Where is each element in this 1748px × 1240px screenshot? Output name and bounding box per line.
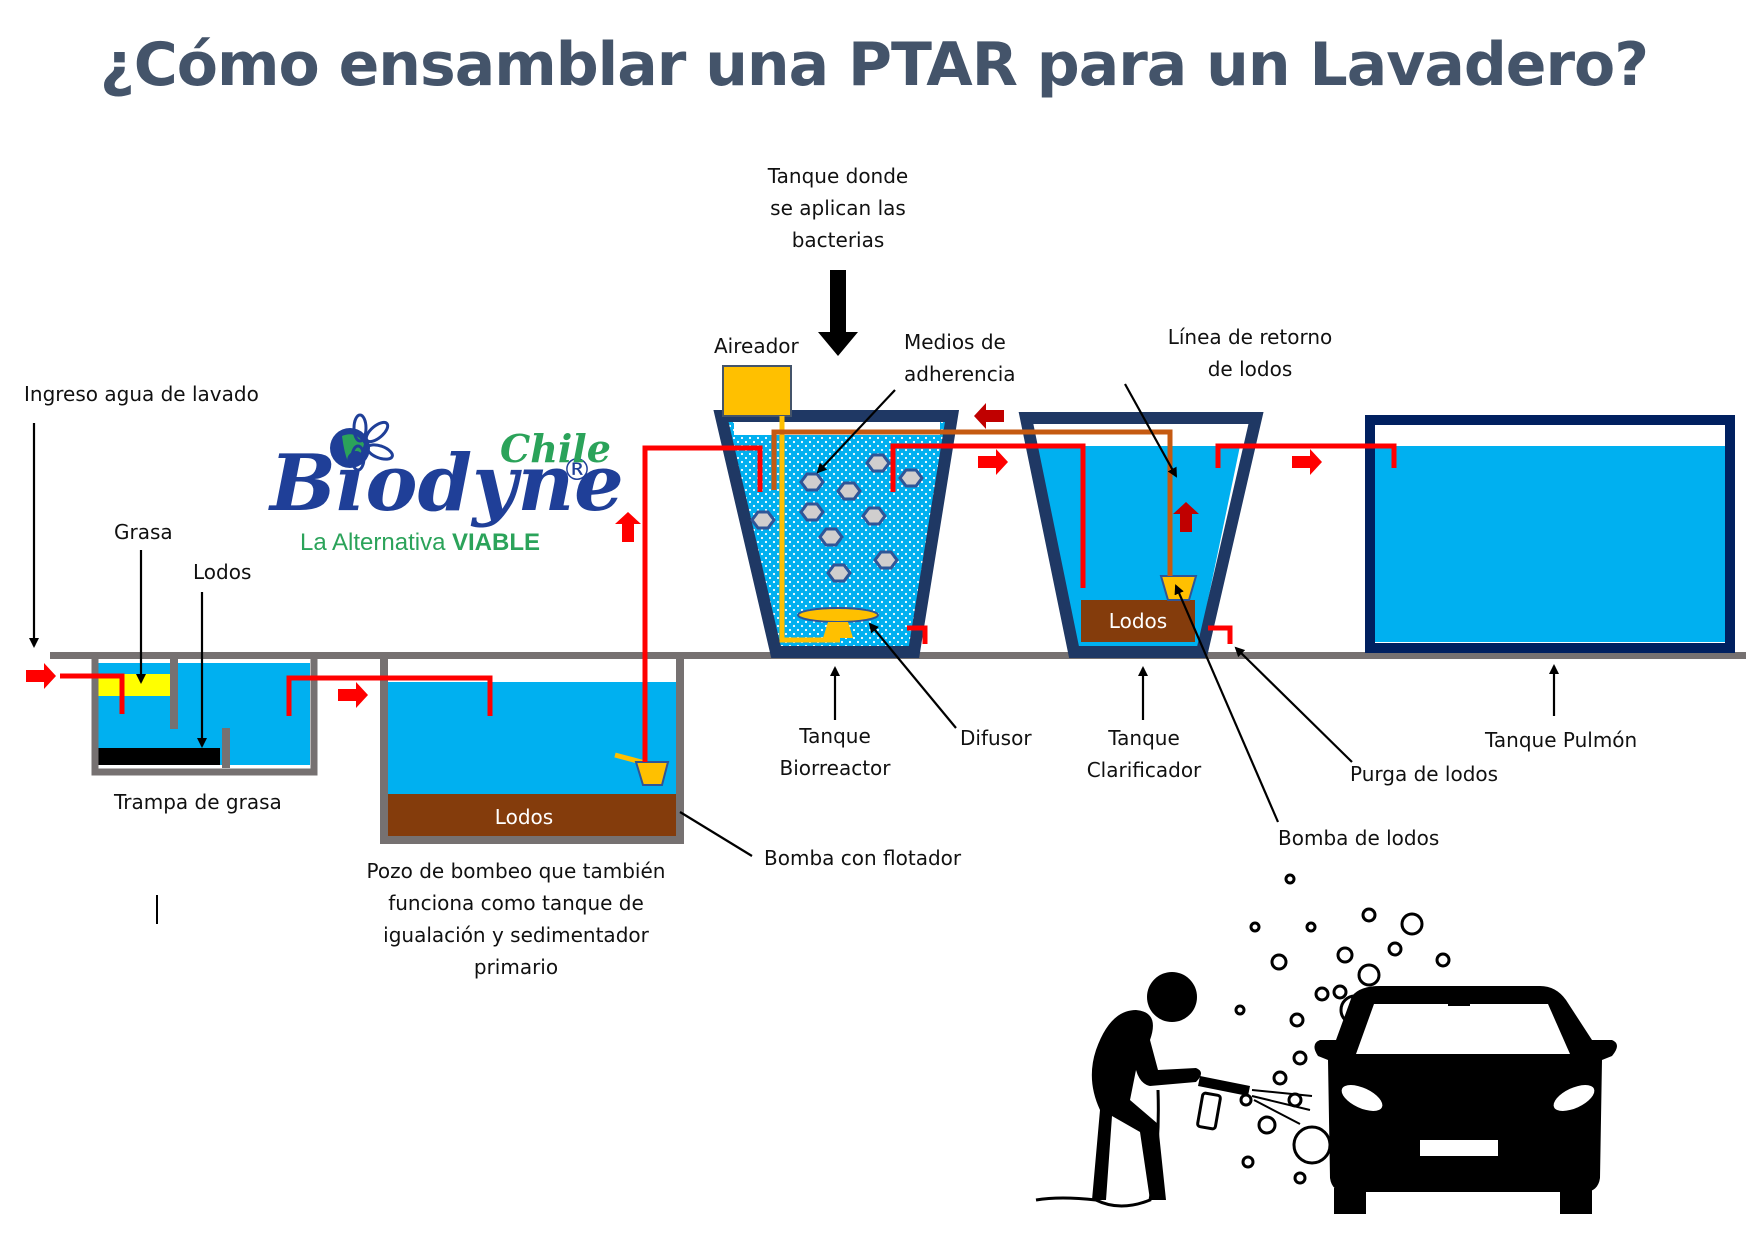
label-bomba-flotador: Bomba con flotador bbox=[764, 846, 962, 870]
flow-arrows bbox=[26, 403, 1322, 708]
logo-tagline-bold: VIABLE bbox=[452, 529, 540, 556]
return-arrow-left-icon bbox=[974, 403, 1004, 429]
label-lodos-trampa: Lodos bbox=[193, 560, 252, 584]
label-pozo: Pozo de bombeo que también funciona como… bbox=[346, 855, 686, 983]
float-pump-icon bbox=[614, 752, 670, 786]
lodos-pozo-text: Lodos bbox=[495, 805, 553, 829]
label-bomba-lodos: Bomba de lodos bbox=[1278, 826, 1440, 850]
car-icon bbox=[1314, 986, 1617, 1214]
person-washing-icon bbox=[1035, 972, 1313, 1208]
label-pulmon: Tanque Pulmón bbox=[1485, 728, 1638, 752]
callout-arrows bbox=[29, 383, 1559, 857]
adherence-media bbox=[750, 453, 924, 583]
label-biorreactor-line2: Biorreactor bbox=[779, 756, 891, 780]
pumping-well: Lodos bbox=[380, 659, 684, 844]
label-biorreactor-line1: Tanque bbox=[799, 724, 871, 748]
bacteria-down-arrow-icon bbox=[818, 270, 858, 356]
sludge-return-line bbox=[771, 429, 1173, 576]
flow-arrow-right-icon bbox=[26, 663, 56, 689]
label-medios-line1: Medios de bbox=[904, 330, 1006, 354]
car-wash-illustration bbox=[1035, 873, 1617, 1214]
label-linea-retorno-line1: Línea de retorno bbox=[1167, 325, 1333, 349]
page-title: ¿Cómo ensamblar una PTAR para un Lavader… bbox=[99, 30, 1649, 100]
clarifier-sludge bbox=[1081, 600, 1195, 642]
flow-arrow-right-icon bbox=[1292, 449, 1322, 475]
flow-arrow-right-icon bbox=[338, 682, 368, 708]
return-arrow-up-icon bbox=[1173, 502, 1199, 532]
aerator-box bbox=[722, 365, 792, 417]
label-medios: Medios de adherencia bbox=[904, 326, 1016, 390]
air-line bbox=[779, 416, 840, 643]
sludge-pump-icon bbox=[1159, 575, 1198, 601]
logo-registered: ® bbox=[562, 453, 592, 488]
buffer-tank bbox=[1365, 415, 1735, 653]
label-bacterias: Tanque donde se aplican las bacterias bbox=[748, 160, 928, 256]
label-aireador: Aireador bbox=[714, 334, 799, 358]
water-pipes bbox=[60, 443, 1397, 762]
label-pozo-line1: Pozo de bombeo que también bbox=[366, 859, 666, 883]
label-difusor: Difusor bbox=[960, 726, 1032, 750]
bioreactor-tank bbox=[713, 365, 960, 658]
label-grasa: Grasa bbox=[114, 520, 173, 544]
logo-tagline: La Alternativa bbox=[300, 529, 446, 556]
lodos-clarificador-text: Lodos bbox=[1109, 609, 1167, 633]
label-linea-retorno-line2: de lodos bbox=[1207, 357, 1293, 381]
logo-country: Chile bbox=[500, 426, 611, 471]
label-biorreactor: Tanque Biorreactor bbox=[770, 720, 900, 784]
label-purga: Purga de lodos bbox=[1350, 762, 1499, 786]
label-ingreso: Ingreso agua de lavado bbox=[24, 382, 259, 406]
label-bacterias-line3: bacterias bbox=[791, 228, 885, 252]
label-clarificador-line2: Clarificador bbox=[1086, 758, 1202, 782]
soap-bubbles bbox=[1234, 873, 1451, 1185]
label-pozo-line2: funciona como tanque de bbox=[388, 891, 644, 915]
biodyne-logo: Biodyne ® Chile La Alternativa VIABLE bbox=[268, 413, 624, 556]
label-pozo-line4: primario bbox=[473, 955, 559, 979]
globe-flower-icon bbox=[330, 413, 394, 472]
label-linea-retorno: Línea de retorno de lodos bbox=[1150, 321, 1350, 385]
label-medios-line2: adherencia bbox=[904, 362, 1016, 386]
well-sludge bbox=[385, 794, 678, 836]
label-pozo-line3: igualación y sedimentador bbox=[383, 923, 649, 947]
label-bacterias-line2: se aplican las bbox=[770, 196, 906, 220]
trap-sludge-layer bbox=[98, 748, 220, 765]
label-bacterias-line1: Tanque donde bbox=[767, 164, 909, 188]
grease-layer bbox=[98, 674, 170, 696]
label-clarificador-line1: Tanque bbox=[1108, 726, 1180, 750]
diffuser-icon bbox=[797, 607, 879, 638]
flow-arrow-right-icon bbox=[978, 449, 1008, 475]
label-clarificador: Tanque Clarificador bbox=[1078, 722, 1210, 786]
label-trampa-grasa: Trampa de grasa bbox=[114, 790, 282, 814]
flow-arrow-up-icon bbox=[615, 512, 641, 542]
logo-brand: Biodyne bbox=[268, 438, 624, 529]
clarifier-tank: Lodos bbox=[1018, 412, 1264, 658]
